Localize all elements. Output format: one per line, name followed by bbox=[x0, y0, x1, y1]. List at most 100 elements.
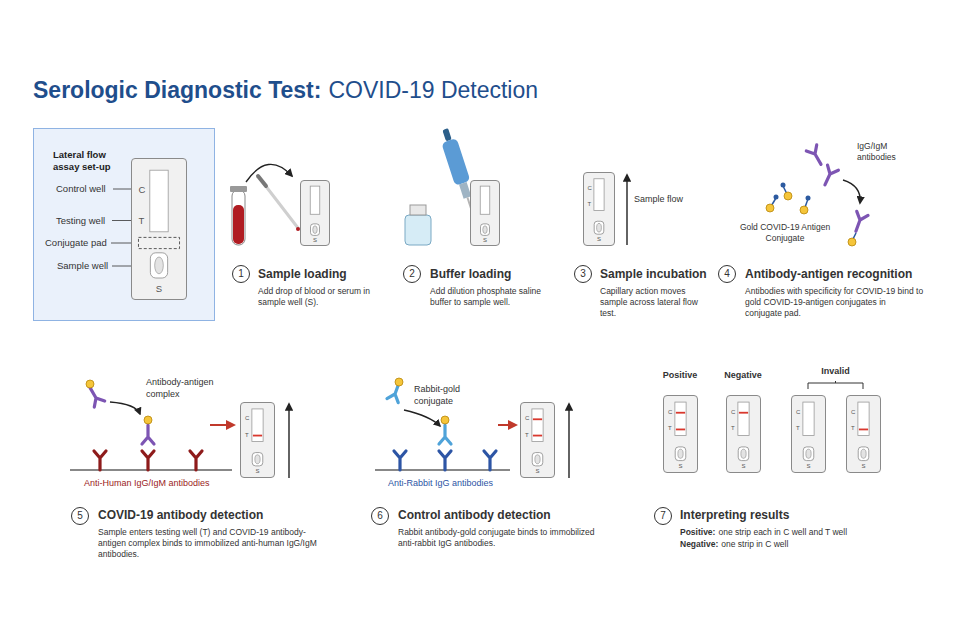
anti-human-antibody bbox=[94, 451, 106, 470]
step-number: 1 bbox=[232, 265, 250, 283]
membrane-line bbox=[70, 469, 232, 471]
strip-window bbox=[738, 402, 749, 435]
step-arrow bbox=[498, 424, 516, 426]
well-letter: S bbox=[471, 237, 499, 244]
strip-window bbox=[803, 402, 814, 435]
step-arrow bbox=[404, 410, 440, 426]
test-strip: CTS bbox=[240, 402, 275, 478]
sample-well bbox=[313, 226, 317, 234]
buffer-bottle bbox=[405, 205, 431, 245]
sample-well bbox=[741, 449, 746, 458]
sample-well bbox=[481, 224, 490, 236]
anti-rabbit-antibody bbox=[484, 451, 496, 470]
dropper bbox=[258, 176, 266, 186]
strip-body bbox=[727, 396, 760, 472]
well-letter: S bbox=[301, 237, 329, 244]
illustration-label: Anti-Human IgG/IgM antibodies bbox=[84, 478, 210, 490]
test-strip: CTS bbox=[520, 402, 555, 478]
flow-label: Sample flow bbox=[634, 194, 683, 206]
result-description: one strip each in C well and T well bbox=[718, 527, 847, 538]
strip-body bbox=[521, 403, 554, 477]
part-label: Conjugate pad bbox=[45, 237, 107, 249]
strip-body bbox=[241, 403, 274, 477]
bound-conjugate bbox=[848, 233, 856, 246]
well-letter: C bbox=[731, 409, 735, 416]
result-strip: CTS bbox=[726, 395, 761, 473]
strip-body bbox=[664, 396, 697, 472]
result-label: Invalid bbox=[811, 366, 861, 378]
result-line bbox=[253, 435, 262, 437]
strip-body bbox=[301, 181, 329, 245]
result-line bbox=[739, 412, 748, 414]
antibody-antigen-complex bbox=[142, 425, 154, 444]
buffer-bottle bbox=[410, 205, 426, 215]
illustration-label: Antibody-antigen complex bbox=[146, 377, 228, 400]
diagram-title: COVID-19 Detection bbox=[328, 76, 538, 106]
panel-heading: Lateral flow assay set-up bbox=[53, 149, 133, 174]
sample-well bbox=[858, 447, 869, 461]
igg-igm-antibody bbox=[819, 165, 838, 187]
diagram-title: Serologic Diagnostic Test: bbox=[33, 76, 321, 106]
step-description: Capillary action moves sample across lat… bbox=[600, 286, 710, 319]
sample-well bbox=[678, 449, 683, 458]
blood-tube bbox=[230, 186, 247, 245]
part-label: Control well bbox=[56, 183, 106, 195]
sample-well bbox=[252, 453, 263, 466]
result-strip: CTS bbox=[846, 395, 881, 473]
step-arrow bbox=[843, 180, 860, 203]
gold-antigen-conjugate bbox=[781, 183, 793, 201]
well-letter: T bbox=[525, 432, 529, 439]
well-letter: T bbox=[851, 426, 855, 433]
step-heading: Control antibody detection bbox=[398, 508, 618, 524]
flow-arrow bbox=[288, 404, 289, 478]
well-letter: T bbox=[668, 426, 672, 433]
result-label: Positive bbox=[655, 370, 705, 382]
sample-well bbox=[594, 221, 604, 234]
step-heading: Antibody-antigen recognition bbox=[745, 267, 940, 283]
sample-well bbox=[155, 257, 164, 274]
result-label: Negative bbox=[718, 370, 768, 382]
well-letter: C bbox=[245, 416, 249, 423]
well-letter: S bbox=[521, 468, 554, 475]
gold-antigen-conjugate bbox=[766, 183, 811, 215]
step-number-text: 1 bbox=[238, 269, 244, 279]
blood-tube bbox=[230, 186, 247, 192]
invalid-bracket bbox=[808, 381, 863, 389]
result-strip: CTS bbox=[791, 395, 826, 473]
step-heading: Buffer loading bbox=[430, 267, 570, 283]
step-description: Antibodies with specificity for COVID-19… bbox=[745, 286, 925, 319]
sample-well bbox=[738, 447, 749, 461]
part-label: Testing well bbox=[56, 215, 105, 227]
flow-arrow bbox=[626, 175, 627, 245]
well-letter: T bbox=[138, 215, 144, 226]
strip-window bbox=[675, 402, 686, 435]
anti-human-antibody bbox=[142, 451, 154, 470]
step-number-text: 7 bbox=[660, 511, 666, 521]
gold-antigen-conjugate bbox=[800, 196, 811, 215]
gold-antigen-conjugate bbox=[781, 183, 786, 188]
sample-well bbox=[483, 226, 487, 234]
result-key: Positive: bbox=[680, 527, 715, 538]
step-heading: Interpreting results bbox=[680, 508, 880, 524]
step-number: 4 bbox=[718, 265, 736, 283]
anti-rabbit-antibody bbox=[439, 451, 451, 470]
strip-window bbox=[252, 409, 263, 442]
well-letter: T bbox=[796, 426, 800, 433]
result-description: one strip in C well bbox=[721, 539, 788, 550]
strip-window bbox=[594, 179, 604, 211]
antibody-antigen-complex bbox=[86, 380, 94, 388]
igg-igm-antibody bbox=[806, 145, 826, 167]
anti-rabbit-antibody bbox=[394, 451, 496, 470]
well-letter: S bbox=[584, 236, 614, 243]
test-strip: S bbox=[470, 180, 500, 246]
rabbit-gold-conjugate bbox=[395, 378, 403, 386]
step-heading: Sample incubation bbox=[600, 267, 725, 283]
result-line bbox=[676, 429, 685, 431]
buffer-bottle bbox=[405, 215, 431, 245]
flow-arrow bbox=[568, 404, 569, 478]
antibody-antigen-complex bbox=[85, 380, 154, 444]
step-heading: COVID-19 antibody detection bbox=[98, 508, 328, 524]
strip-body bbox=[792, 396, 825, 472]
step-number: 2 bbox=[403, 265, 421, 283]
